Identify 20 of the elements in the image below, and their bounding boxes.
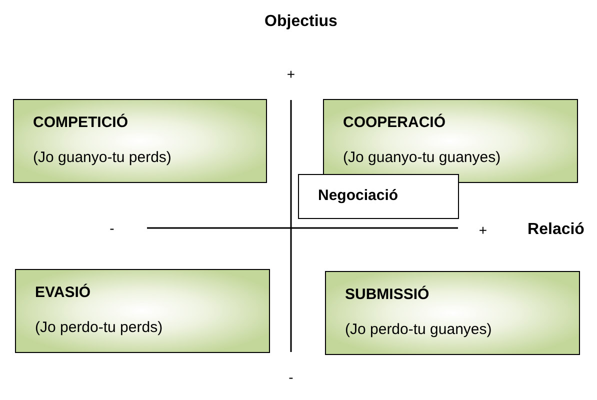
quadrant-title: EVASIÓ [35, 284, 91, 301]
axis-sign: + [478, 222, 488, 238]
quadrant-box [323, 99, 578, 183]
quadrant-description: (Jo perdo-tu guanyes) [345, 321, 492, 338]
box-label: Negociació [318, 187, 398, 204]
negotiation-box [298, 174, 459, 219]
quadrant-description: (Jo guanyo-tu guanyes) [343, 149, 501, 166]
quadrant-description: (Jo guanyo-tu perds) [33, 149, 172, 166]
axis-title: Objectius [264, 13, 338, 31]
quadrant-box [325, 271, 580, 355]
axis-sign: - [110, 220, 114, 236]
quadrant-title: COMPETICIÓ [33, 114, 128, 131]
axis-sign: + [286, 66, 296, 82]
quadrant-title: SUBMISSIÓ [345, 286, 430, 303]
axis-title: Relació [528, 221, 584, 239]
quadrant-title: COOPERACIÓ [343, 114, 446, 131]
quadrant-box [15, 269, 270, 353]
quadrant-description: (Jo perdo-tu perds) [35, 319, 163, 336]
quadrant-box [13, 99, 267, 183]
axis-sign: - [288, 369, 294, 385]
